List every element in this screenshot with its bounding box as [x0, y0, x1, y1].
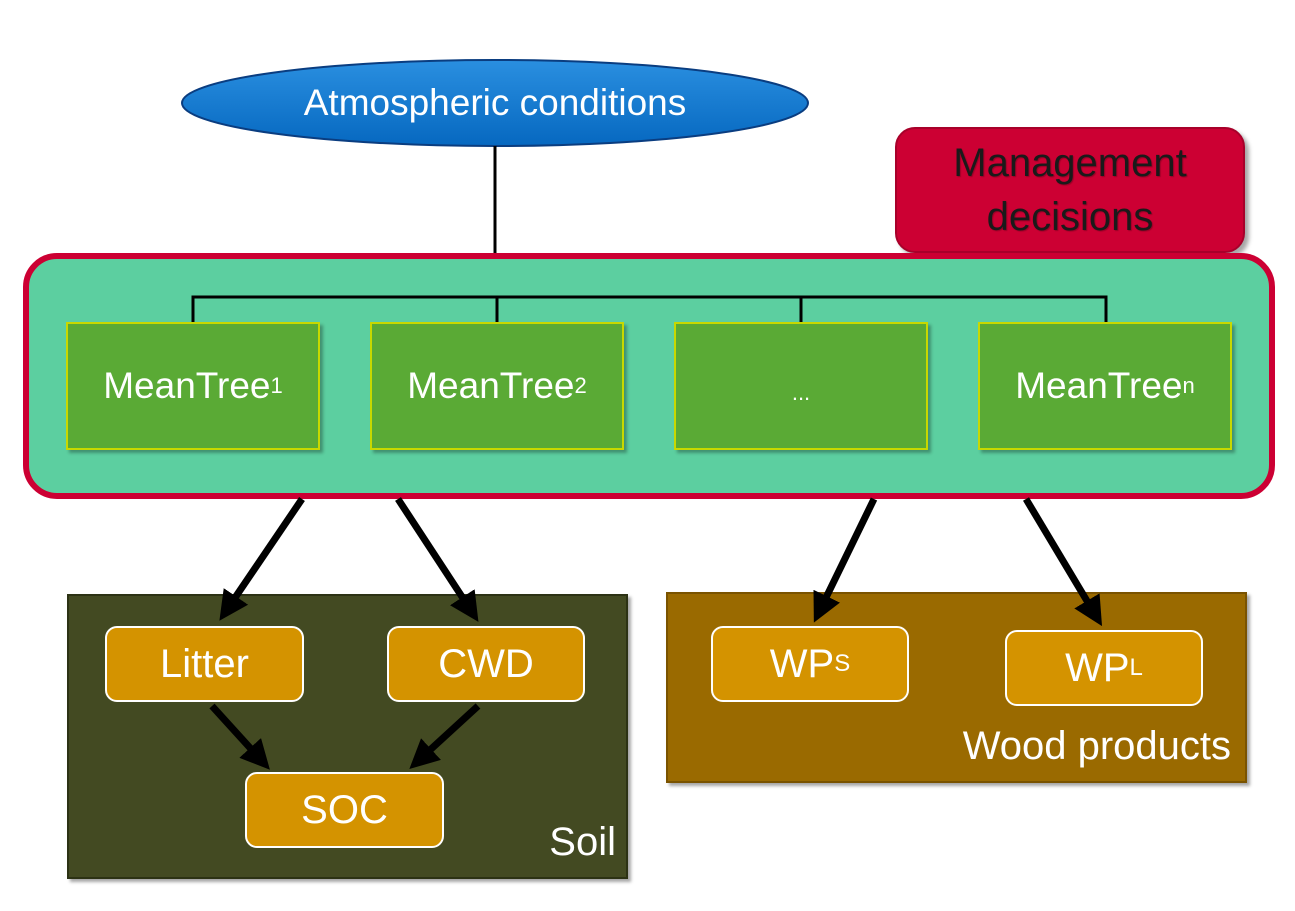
atmospheric-conditions-label: Atmospheric conditions	[303, 82, 687, 123]
mean-tree-ellipsis-label: ...	[791, 380, 811, 405]
wp-long-label: WP	[1065, 645, 1130, 690]
soc-pool-label: SOC	[301, 787, 388, 832]
arrow-cwd-to-soc	[409, 703, 481, 769]
management-line-2: decisions	[986, 195, 1154, 239]
wp-long-subscript: L	[1129, 654, 1143, 681]
cwd-pool-box: CWD	[387, 626, 585, 702]
litter-pool-box: Litter	[105, 626, 304, 702]
mean-tree-n-label: MeanTree	[1015, 365, 1183, 406]
cwd-pool-label: CWD	[438, 641, 534, 686]
management-line-1: Management	[953, 141, 1187, 185]
management-decisions-box: Management decisions	[895, 127, 1245, 253]
arrow-stand-to-wp-short	[813, 497, 878, 623]
arrow-stand-to-wp-long	[1022, 497, 1103, 627]
litter-pool-label: Litter	[160, 641, 249, 686]
tree-bus-line	[191, 295, 1108, 322]
soc-pool-box: SOC	[245, 772, 444, 848]
wp-short-subscript: S	[834, 650, 851, 677]
mean-tree-2-label: MeanTree	[407, 365, 575, 406]
wood-products-group-label: Wood products	[962, 724, 1231, 768]
mean-tree-1-subscript: 1	[270, 373, 283, 398]
mean-tree-n-subscript: n	[1182, 373, 1195, 398]
soil-group-label: Soil	[549, 820, 616, 864]
arrow-stand-to-litter	[219, 497, 305, 621]
arrow-stand-to-cwd	[395, 497, 479, 622]
wp-short-label: WP	[769, 641, 835, 686]
mean-tree-ellipsis-box: ...	[674, 322, 928, 450]
mean-tree-1-label: MeanTree	[103, 365, 271, 406]
arrow-litter-to-soc	[209, 703, 270, 770]
mean-tree-2-subscript: 2	[574, 373, 587, 398]
